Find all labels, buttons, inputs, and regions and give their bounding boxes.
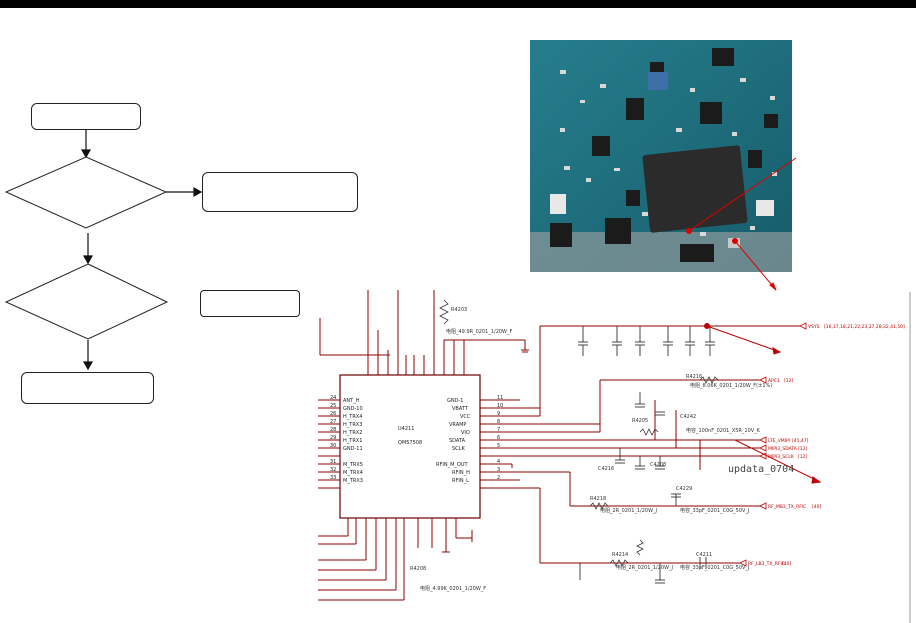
svg-text:电阻_8.06K_0201_1/20W_F(±1%): 电阻_8.06K_0201_1/20W_F(±1%) (690, 382, 772, 389)
svg-text:ANT_H: ANT_H (343, 398, 360, 404)
resistor-symbols (589, 376, 719, 567)
svg-text:[41,47]: [41,47] (792, 438, 809, 444)
flow-connectors (80, 130, 203, 371)
svg-text:电容_100nF_0201_X5R_10V_K: 电容_100nF_0201_X5R_10V_K (686, 427, 761, 434)
svg-text:RF_MB3_TX_RFIC: RF_MB3_TX_RFIC (768, 504, 806, 510)
svg-text:[12]: [12] (798, 454, 807, 460)
svg-text:C4211: C4211 (696, 552, 712, 558)
svg-text:8: 8 (497, 419, 500, 425)
svg-text:RFIN_H: RFIN_H (452, 470, 470, 476)
svg-text:6: 6 (497, 435, 500, 441)
svg-text:SDATA: SDATA (449, 438, 466, 444)
svg-text:R4205: R4205 (632, 418, 648, 424)
svg-text:27: 27 (330, 419, 336, 425)
svg-text:31: 31 (330, 459, 336, 465)
svg-text:[40]: [40] (812, 504, 821, 510)
schematic: R4203 电阻_49.9R_0201_1/20W_F ANT_H24 GND-… (318, 290, 760, 601)
pcb-pointer-arrows (688, 157, 797, 291)
svg-text:VBATT: VBATT (452, 406, 469, 412)
svg-text:C4229: C4229 (676, 486, 692, 492)
left-pin-labels: ANT_H 24 GND-10 25 H_TRX4 26 H_TRX3 27 H_TRX… (330, 395, 363, 484)
svg-text:5: 5 (497, 443, 500, 449)
svg-text:3: 3 (497, 467, 500, 473)
svg-text:VRAMP: VRAMP (449, 422, 466, 428)
top-bar (0, 0, 916, 8)
svg-text:C4242: C4242 (680, 414, 696, 420)
svg-text:GND-11: GND-11 (343, 446, 363, 452)
svg-text:30: 30 (330, 443, 336, 449)
svg-text:[12]: [12] (784, 378, 793, 384)
svg-text:R4218: R4218 (590, 496, 606, 502)
svg-text:H_TRX1: H_TRX1 (343, 438, 362, 444)
svg-text:电阻_4.99K_0201_1/20W_F: 电阻_4.99K_0201_1/20W_F (420, 585, 486, 592)
svg-text:GND-10: GND-10 (343, 406, 363, 412)
svg-text:H_TRX4: H_TRX4 (343, 414, 362, 420)
svg-text:[12]: [12] (798, 446, 807, 452)
svg-text:R4203: R4203 (451, 307, 467, 313)
ic-part: QM57508 (398, 440, 422, 446)
update-annotation: updata_0704 (728, 464, 794, 475)
svg-text:H_TRX3: H_TRX3 (343, 422, 362, 428)
flow-decision-1 (4, 156, 168, 229)
svg-text:SCLK: SCLK (452, 446, 465, 452)
net-flags (739, 322, 807, 567)
svg-text:RFIN_M_OUT: RFIN_M_OUT (436, 462, 468, 468)
svg-text:RFIN_L: RFIN_L (452, 478, 469, 484)
ic-body (339, 374, 481, 519)
svg-text:VSYS: VSYS (808, 324, 820, 330)
capacitor-bank (578, 326, 715, 584)
svg-text:APC1: APC1 (768, 378, 780, 384)
svg-text:C4208: C4208 (650, 462, 666, 468)
flow-decision-2 (4, 263, 169, 340)
net-labels: VSYS [16,17,18,21,22,23,27,28,32,41,50] … (748, 324, 905, 567)
svg-text:2: 2 (497, 475, 500, 481)
svg-text:[40]: [40] (782, 561, 791, 567)
svg-text:电阻_49.9R_0201_1/20W_F: 电阻_49.9R_0201_1/20W_F (446, 328, 513, 335)
svg-text:M_TRX4: M_TRX4 (343, 470, 363, 476)
component-labels: R4216 C4242 R4205 C4216 C4208 R4218 C422… (590, 374, 772, 571)
flow-action-box-2 (200, 290, 300, 317)
svg-text:GND-1: GND-1 (447, 398, 463, 404)
svg-text:MIPI3_SDATA: MIPI3_SDATA (768, 446, 798, 452)
svg-text:4: 4 (497, 459, 500, 465)
svg-text:MIPI3_SCLK: MIPI3_SCLK (768, 454, 795, 460)
svg-text:R4214: R4214 (612, 552, 628, 558)
svg-text:电阻_2R_0201_1/20W_J: 电阻_2R_0201_1/20W_J (600, 507, 657, 514)
svg-text:R4208: R4208 (410, 566, 426, 572)
schematic-network (511, 325, 800, 564)
svg-text:VCC: VCC (460, 414, 471, 420)
svg-text:M_TRX5: M_TRX5 (343, 462, 363, 468)
flow-end-box (21, 372, 154, 404)
svg-text:28: 28 (330, 427, 336, 433)
svg-text:7: 7 (497, 427, 500, 433)
svg-text:33: 33 (330, 475, 336, 481)
svg-text:VIO: VIO (461, 430, 470, 436)
svg-text:电阻_2R_0201_1/20W_J: 电阻_2R_0201_1/20W_J (616, 564, 673, 571)
svg-text:RF_LB3_TX_RFIC: RF_LB3_TX_RFIC (748, 561, 785, 567)
svg-text:24: 24 (330, 395, 336, 401)
svg-text:电容_33pF_0201_C0G_50V_J: 电容_33pF_0201_C0G_50V_J (680, 507, 749, 514)
svg-text:LTE_VMIPI: LTE_VMIPI (768, 438, 790, 444)
svg-text:29: 29 (330, 435, 336, 441)
flow-action-box-1 (202, 172, 358, 212)
svg-text:H_TRX2: H_TRX2 (343, 430, 362, 436)
svg-text:9: 9 (497, 411, 500, 417)
svg-text:R4216: R4216 (686, 374, 702, 380)
svg-text:26: 26 (330, 411, 336, 417)
svg-text:10: 10 (497, 403, 503, 409)
svg-text:M_TRX3: M_TRX3 (343, 478, 363, 484)
svg-text:25: 25 (330, 403, 336, 409)
pcb-photo (530, 40, 792, 272)
ic-ref: U4211 (398, 426, 414, 432)
flow-start-box (31, 103, 141, 130)
vsys-marker (704, 323, 822, 484)
svg-text:C4216: C4216 (598, 466, 614, 472)
svg-text:32: 32 (330, 467, 336, 473)
svg-text:电容_33pF_0201_C0G_50V_J: 电容_33pF_0201_C0G_50V_J (680, 564, 749, 571)
svg-text:11: 11 (497, 395, 503, 401)
svg-text:[16,17,18,21,22,23,27,28,32,41: [16,17,18,21,22,23,27,28,32,41,50] (824, 324, 905, 330)
